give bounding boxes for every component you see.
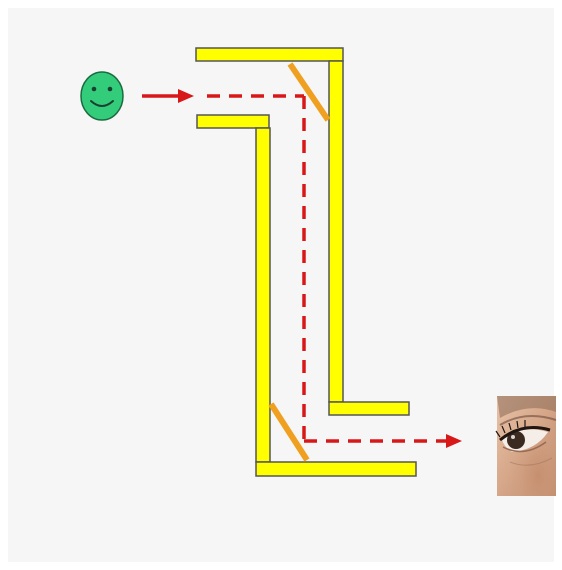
top-cap-wall [196, 48, 343, 61]
left-wall [256, 128, 270, 462]
bottom-cap-wall [256, 462, 416, 476]
upper-lip-wall [197, 115, 269, 128]
lower-lip-wall [329, 402, 409, 415]
human-eye-icon [496, 396, 556, 496]
right-wall [329, 61, 343, 402]
smiley-face-icon [81, 72, 123, 120]
